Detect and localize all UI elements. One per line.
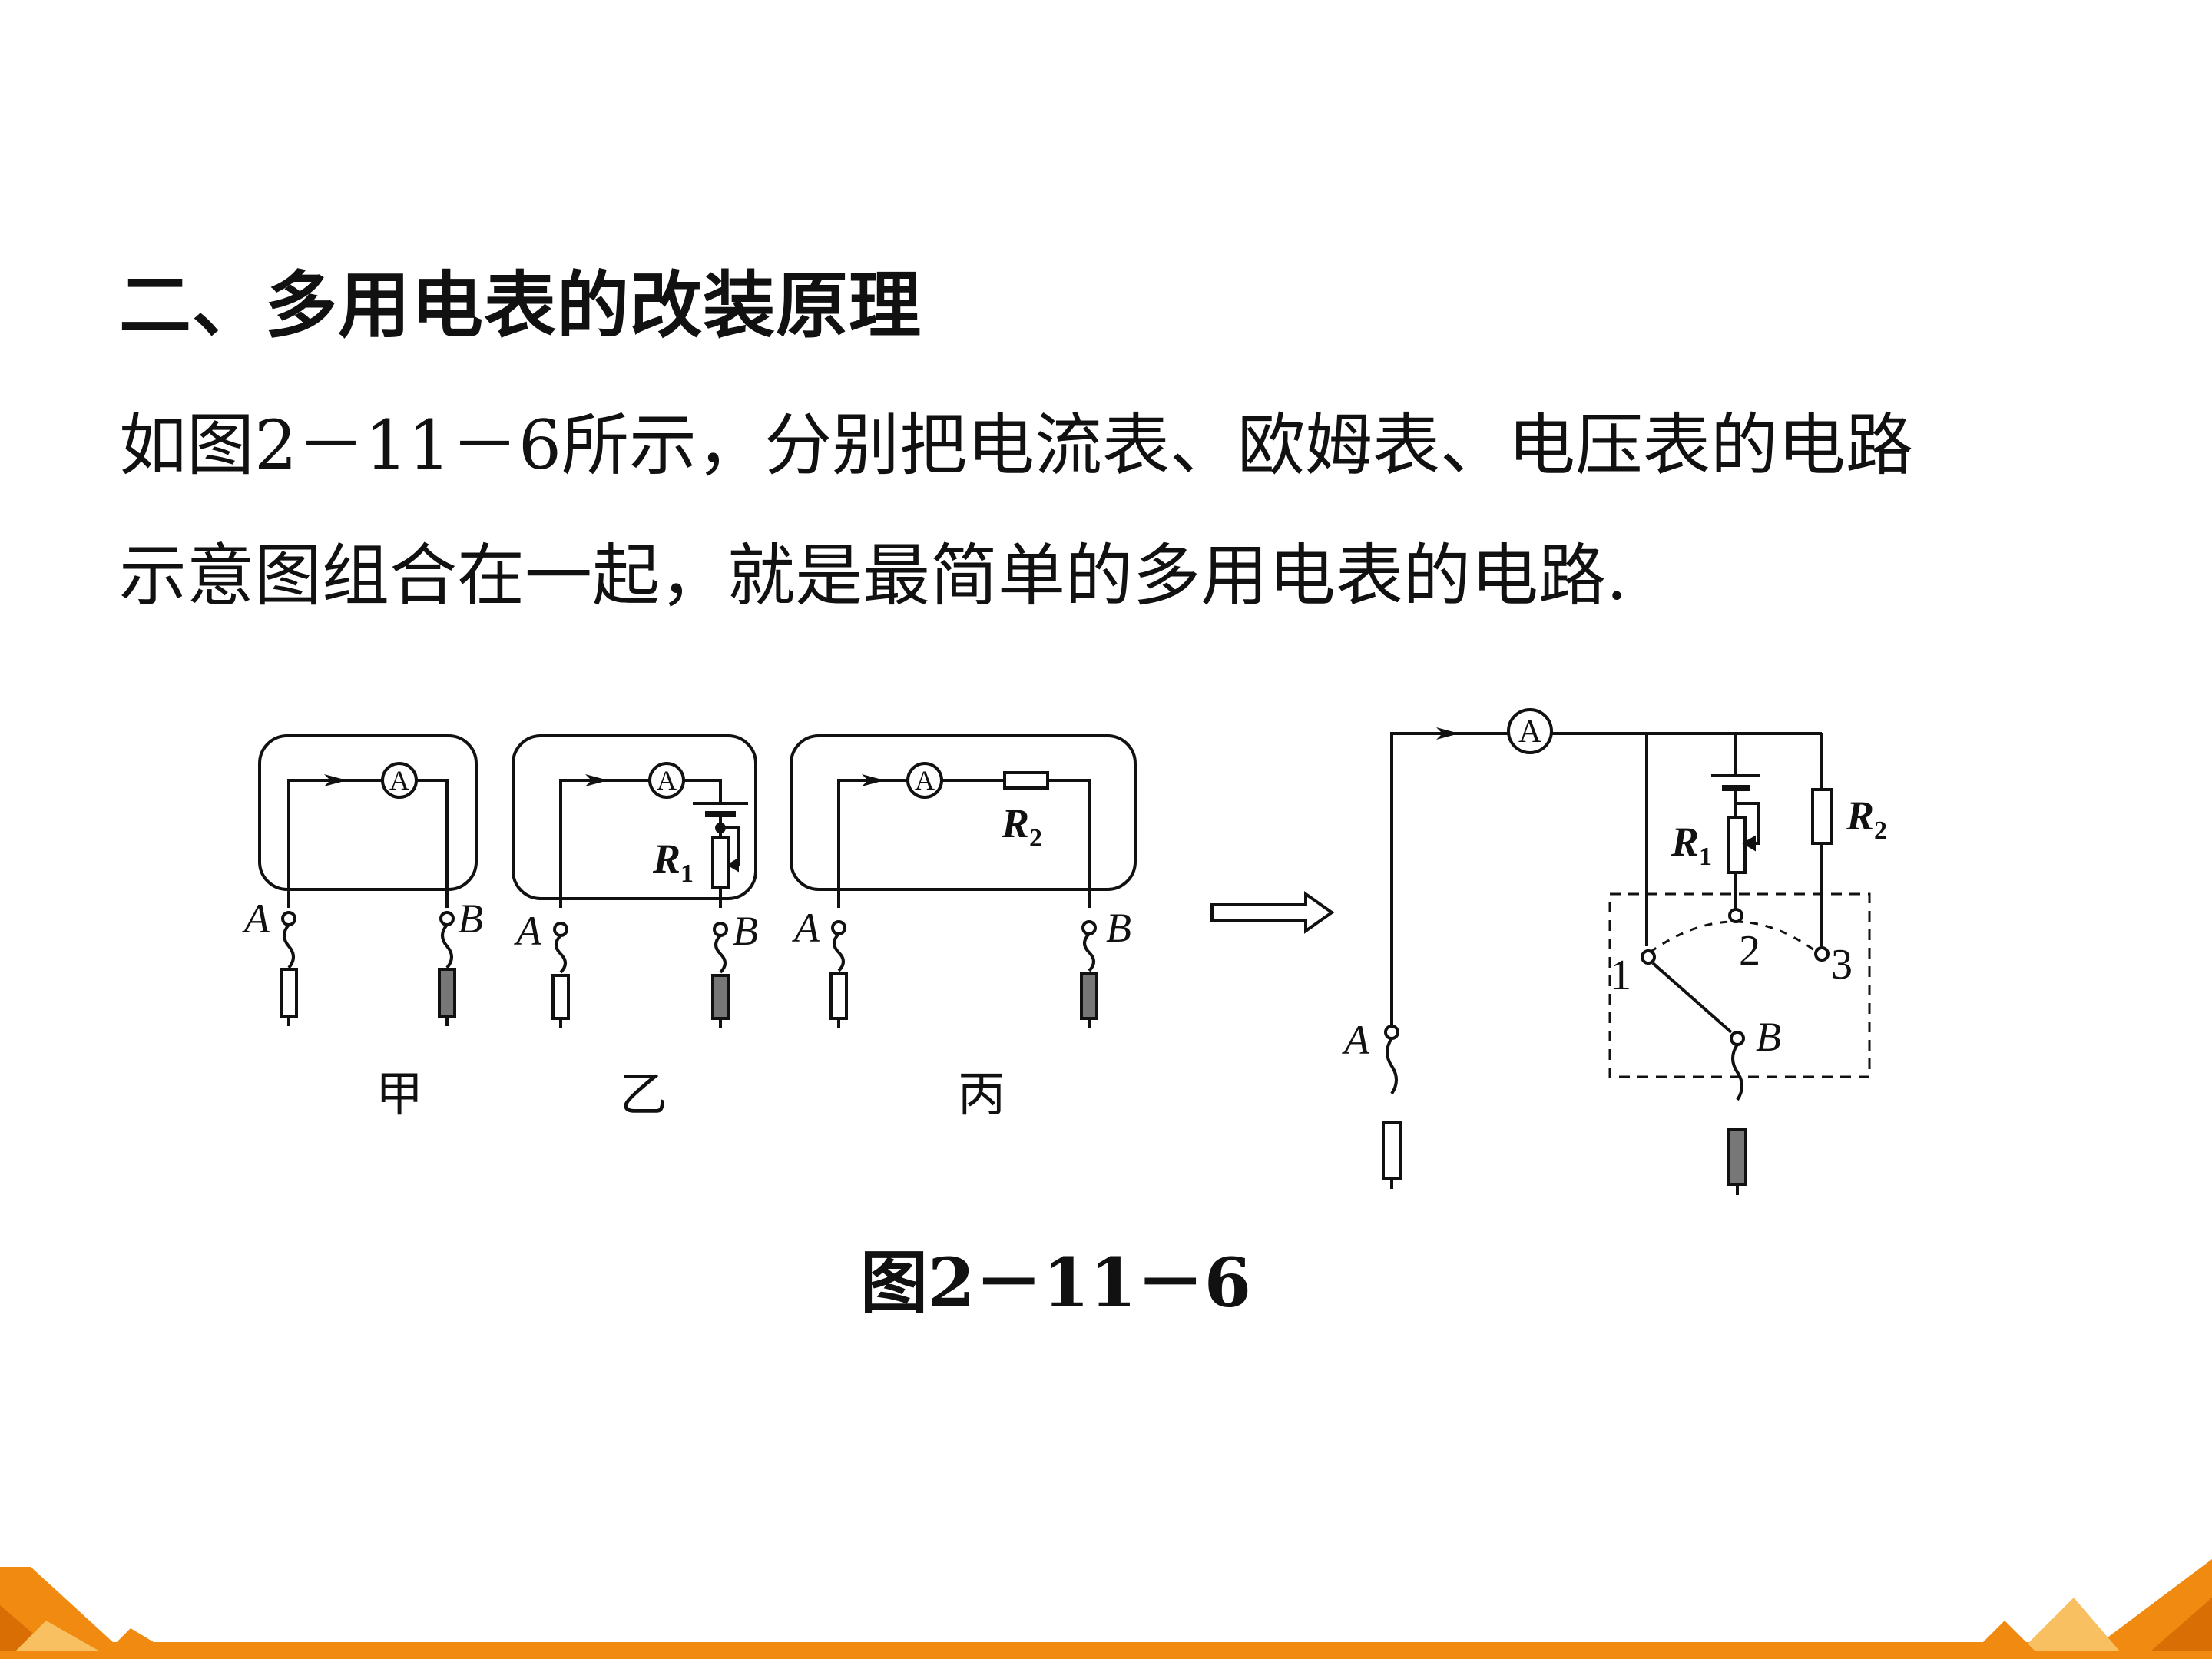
switch-label-3: 3 bbox=[1831, 941, 1853, 988]
footer-decoration bbox=[0, 1559, 2212, 1659]
combined-lead-b bbox=[1731, 1043, 1743, 1101]
figure-caption: 图2－11－6 bbox=[860, 1243, 1251, 1323]
panel-jia-terminal-b bbox=[439, 911, 455, 926]
panel-jia-terminal-a bbox=[281, 911, 296, 926]
paragraph-line-2: 示意图组合在一起，就是最简单的多用电表的电路. bbox=[119, 536, 1628, 615]
panel-jia bbox=[258, 734, 478, 1026]
panel-jia-ammeter-label: A bbox=[389, 765, 409, 796]
panel-yi-ammeter bbox=[648, 762, 685, 799]
switch-position-3 bbox=[1814, 946, 1830, 962]
panel-yi-terminal-b bbox=[713, 922, 728, 937]
panel-jia-probe-b bbox=[438, 968, 456, 1018]
combined-terminal-a bbox=[1384, 1025, 1399, 1040]
combined-terminal-b bbox=[1730, 1031, 1745, 1046]
panel-bing-terminal-a bbox=[831, 920, 846, 935]
panel-bing-box bbox=[790, 734, 1137, 891]
panel-yi-box bbox=[512, 734, 757, 900]
combined-r2-label: R2 bbox=[1846, 793, 1887, 845]
combined-label-b: B bbox=[1756, 1014, 1781, 1060]
panel-yi-lead-a bbox=[555, 934, 567, 974]
panel-label-jia: 甲 bbox=[376, 1069, 423, 1121]
combined-lead-a bbox=[1386, 1037, 1398, 1095]
panel-yi-wire-left bbox=[559, 779, 650, 908]
panel-bing-terminal-b bbox=[1081, 920, 1097, 935]
panel-yi-label-b: B bbox=[733, 908, 758, 954]
combined-rheostat-r1 bbox=[1727, 816, 1747, 874]
panel-label-bing: 丙 bbox=[958, 1069, 1005, 1121]
switch-position-1 bbox=[1641, 949, 1656, 965]
panel-jia-probe-a bbox=[280, 968, 298, 1018]
switch-label-1: 1 bbox=[1610, 952, 1631, 999]
panel-bing bbox=[790, 734, 1137, 1028]
section-heading: 二、多用电表的改装原理 bbox=[119, 264, 922, 348]
panel-yi-rheostat-r1 bbox=[711, 836, 730, 889]
panel-jia-lead-a bbox=[283, 923, 295, 969]
panel-jia-label-b: B bbox=[458, 896, 483, 942]
combined-resistor-r2 bbox=[1811, 788, 1833, 845]
panel-bing-lead-b bbox=[1083, 932, 1095, 972]
panel-label-yi: 乙 bbox=[620, 1069, 667, 1121]
combined-ammeter-label: A bbox=[1518, 714, 1542, 750]
panel-jia-box bbox=[258, 734, 478, 891]
switch-position-2 bbox=[1728, 908, 1743, 923]
switch-label-2: 2 bbox=[1739, 927, 1760, 975]
panel-jia-wire-right bbox=[416, 779, 449, 908]
switch-blade bbox=[1651, 962, 1733, 1034]
panel-yi-lead-b bbox=[714, 934, 727, 974]
body-paragraph: 如图2－11－6所示，分别把电流表、欧姆表、电压表的电路 示意图组合在一起，就是… bbox=[119, 380, 2116, 641]
panel-bing-wire-right bbox=[1048, 779, 1091, 908]
combined-label-a: A bbox=[1342, 1017, 1370, 1063]
panel-bing-resistor-r2 bbox=[1003, 771, 1049, 790]
panel-yi-label-a: A bbox=[514, 908, 542, 954]
panel-yi-probe-b bbox=[711, 974, 730, 1020]
panel-bing-r2-label: R2 bbox=[1001, 800, 1042, 853]
paragraph-line-1: 如图2－11－6所示，分别把电流表、欧姆表、电压表的电路 bbox=[119, 406, 1913, 485]
panel-bing-label-b: B bbox=[1106, 905, 1131, 951]
combine-arrow bbox=[1210, 891, 1335, 934]
combined-wire-left bbox=[1390, 732, 1510, 1026]
selector-switch-arc bbox=[1649, 920, 1818, 954]
panel-bing-ammeter-label: A bbox=[915, 765, 935, 796]
panel-bing-probe-b bbox=[1080, 972, 1098, 1020]
panel-bing-probe-a bbox=[830, 972, 848, 1020]
panel-yi-ammeter-label: A bbox=[657, 765, 677, 796]
panel-yi-probe-a bbox=[551, 974, 570, 1020]
panel-yi-r1-label: R1 bbox=[652, 836, 694, 888]
panel-jia-lead-b bbox=[441, 923, 453, 969]
panel-bing-lead-a bbox=[833, 932, 845, 972]
panel-jia-ammeter bbox=[381, 762, 418, 799]
combined-probe-b bbox=[1727, 1128, 1747, 1186]
panel-jia-label-a: A bbox=[242, 896, 270, 942]
combined-circuit bbox=[1382, 708, 1871, 1195]
panel-yi-wire-top bbox=[684, 779, 722, 803]
panel-bing-label-a: A bbox=[792, 905, 820, 951]
combined-probe-a bbox=[1382, 1121, 1402, 1180]
combined-r1-label: R1 bbox=[1671, 819, 1712, 871]
combined-ammeter bbox=[1507, 708, 1553, 754]
panel-yi bbox=[512, 734, 757, 1028]
panel-yi-terminal-a bbox=[553, 922, 568, 937]
